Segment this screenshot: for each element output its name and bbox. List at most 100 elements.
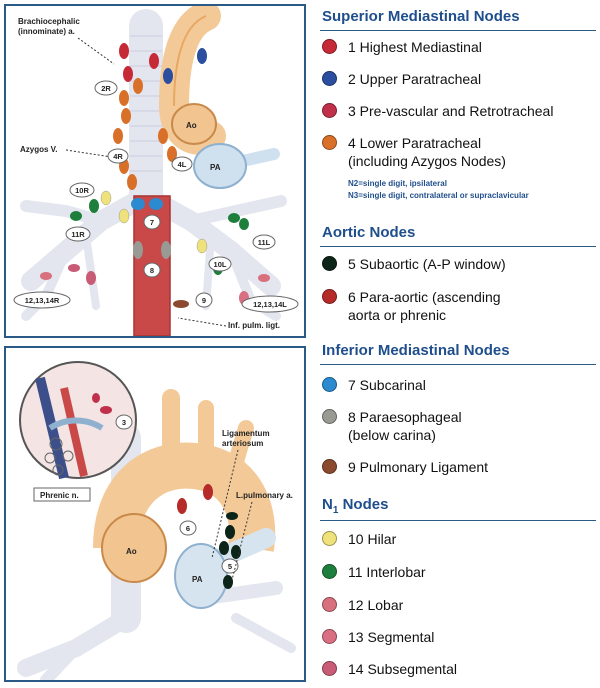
node-6	[203, 484, 213, 500]
station-7: 7	[150, 218, 154, 227]
node-1	[149, 53, 159, 69]
pulmonary-artery	[193, 143, 280, 189]
legend-divider	[320, 246, 596, 247]
legend-title-inferior: Inferior Mediastinal Nodes	[322, 342, 510, 359]
leader-lines	[65, 37, 227, 327]
node-8	[133, 241, 143, 259]
node-10	[118, 208, 130, 224]
station-4r: 4R	[113, 152, 123, 161]
station-tags: 3 6 5	[115, 414, 239, 574]
node-10	[100, 190, 112, 206]
lpulm-label: L.pulmonary a.	[236, 491, 293, 500]
inset-magnifier	[19, 361, 137, 480]
legend-title-aortic: Aortic Nodes	[322, 224, 416, 241]
aortic-nodes-illustration: 3 6 5 Phrenic n. Ligamentum arteriosum L…	[17, 361, 296, 680]
legend-swatch	[322, 459, 337, 474]
legend-swatch	[322, 256, 337, 271]
legend-swatch	[322, 531, 337, 546]
legend-divider	[320, 30, 596, 31]
station-4l: 4L	[178, 160, 187, 169]
node-12	[40, 272, 52, 280]
node-4	[113, 128, 123, 144]
legend-swatch	[322, 71, 337, 86]
brachiocephalic-label: Brachiocephalic	[18, 17, 80, 26]
legend-swatch	[322, 564, 337, 579]
legend-note-n2: N2=single digit, ipsilateral	[348, 179, 447, 188]
node-5	[223, 575, 233, 589]
leader-lines	[211, 449, 253, 581]
node-4	[121, 108, 131, 124]
mediastinal-nodes-illustration: Brachiocephalic (innominate) a. Azygos V…	[13, 6, 299, 336]
station-8: 8	[150, 266, 154, 275]
legend-swatch	[322, 377, 337, 392]
node-11	[70, 211, 82, 221]
mediastinal-nodes-figure: Brachiocephalic (innominate) a. Azygos V…	[4, 4, 306, 338]
legend-swatch	[322, 289, 337, 304]
legend-divider	[320, 364, 596, 365]
node-2	[197, 48, 207, 64]
node-4	[167, 146, 177, 162]
phrenic-box	[33, 487, 91, 502]
station-5: 5	[228, 562, 232, 571]
nodes	[177, 484, 241, 589]
node-5	[219, 541, 229, 555]
station-9: 9	[202, 296, 206, 305]
node-1	[123, 66, 133, 82]
node-9	[173, 300, 189, 308]
inf-pulm-ligt-label: Inf. pulm. ligt.	[228, 321, 280, 330]
station-11r: 11R	[71, 230, 85, 239]
node-11	[239, 218, 249, 230]
legend-swatch	[322, 409, 337, 424]
station-10l: 10L	[214, 260, 227, 269]
legend-swatch	[322, 103, 337, 118]
legend-divider	[320, 520, 596, 521]
node-5	[225, 525, 235, 539]
node-4	[158, 128, 168, 144]
station-6: 6	[186, 524, 190, 533]
legend-title-n1: N1 Nodes	[322, 496, 389, 516]
node-6	[177, 498, 187, 514]
legend-swatch	[322, 39, 337, 54]
aortic-nodes-figure: 3 6 5 Phrenic n. Ligamentum arteriosum L…	[4, 346, 306, 682]
node-11	[228, 213, 240, 223]
brachiocephalic-label-line2: (innominate) a.	[18, 27, 75, 36]
legend-swatch	[322, 629, 337, 644]
aortic-arch	[158, 6, 226, 155]
node-4	[127, 174, 137, 190]
node-14	[68, 264, 80, 272]
node-8	[161, 241, 171, 259]
node-1	[119, 43, 129, 59]
legend-title-superior: Superior Mediastinal Nodes	[322, 8, 520, 25]
station-11l: 11L	[258, 238, 271, 247]
legend-swatch	[322, 135, 337, 150]
node-4	[133, 78, 143, 94]
ligamentum-label: Ligamentum	[222, 429, 270, 438]
azygos-label: Azygos V.	[20, 145, 58, 154]
phrenic-label: Phrenic n.	[40, 491, 79, 500]
legend-swatch	[322, 597, 337, 612]
node-2	[163, 68, 173, 84]
legend-note-n3: N3=single digit, contralateral or suprac…	[348, 191, 529, 200]
node-10	[196, 238, 208, 254]
station-tags: 2R 4R 4L 10R 11R 10L 11L 7 8 9 12,13,14R…	[13, 80, 299, 313]
pa-label: PA	[210, 163, 221, 172]
node-12	[258, 274, 270, 282]
node-5	[231, 545, 241, 559]
ao-label: Ao	[186, 121, 197, 130]
pa-label: PA	[192, 575, 203, 584]
node-station-legend: Superior Mediastinal Nodes 1 Highest Med…	[316, 0, 598, 688]
legend-swatch	[322, 661, 337, 676]
station-10r: 10R	[75, 186, 89, 195]
node-7	[149, 198, 163, 210]
station-12-14r: 12,13,14R	[25, 296, 60, 305]
station-3: 3	[122, 418, 126, 427]
node-4	[119, 90, 129, 106]
node-11	[89, 199, 99, 213]
node-5	[226, 512, 238, 520]
station-2r: 2R	[101, 84, 111, 93]
station-12-14l: 12,13,14L	[253, 300, 287, 309]
ligamentum-label-line2: arteriosum	[222, 439, 263, 448]
node-7	[131, 198, 145, 210]
node-14	[86, 271, 96, 285]
tracheal-rings	[130, 35, 162, 172]
